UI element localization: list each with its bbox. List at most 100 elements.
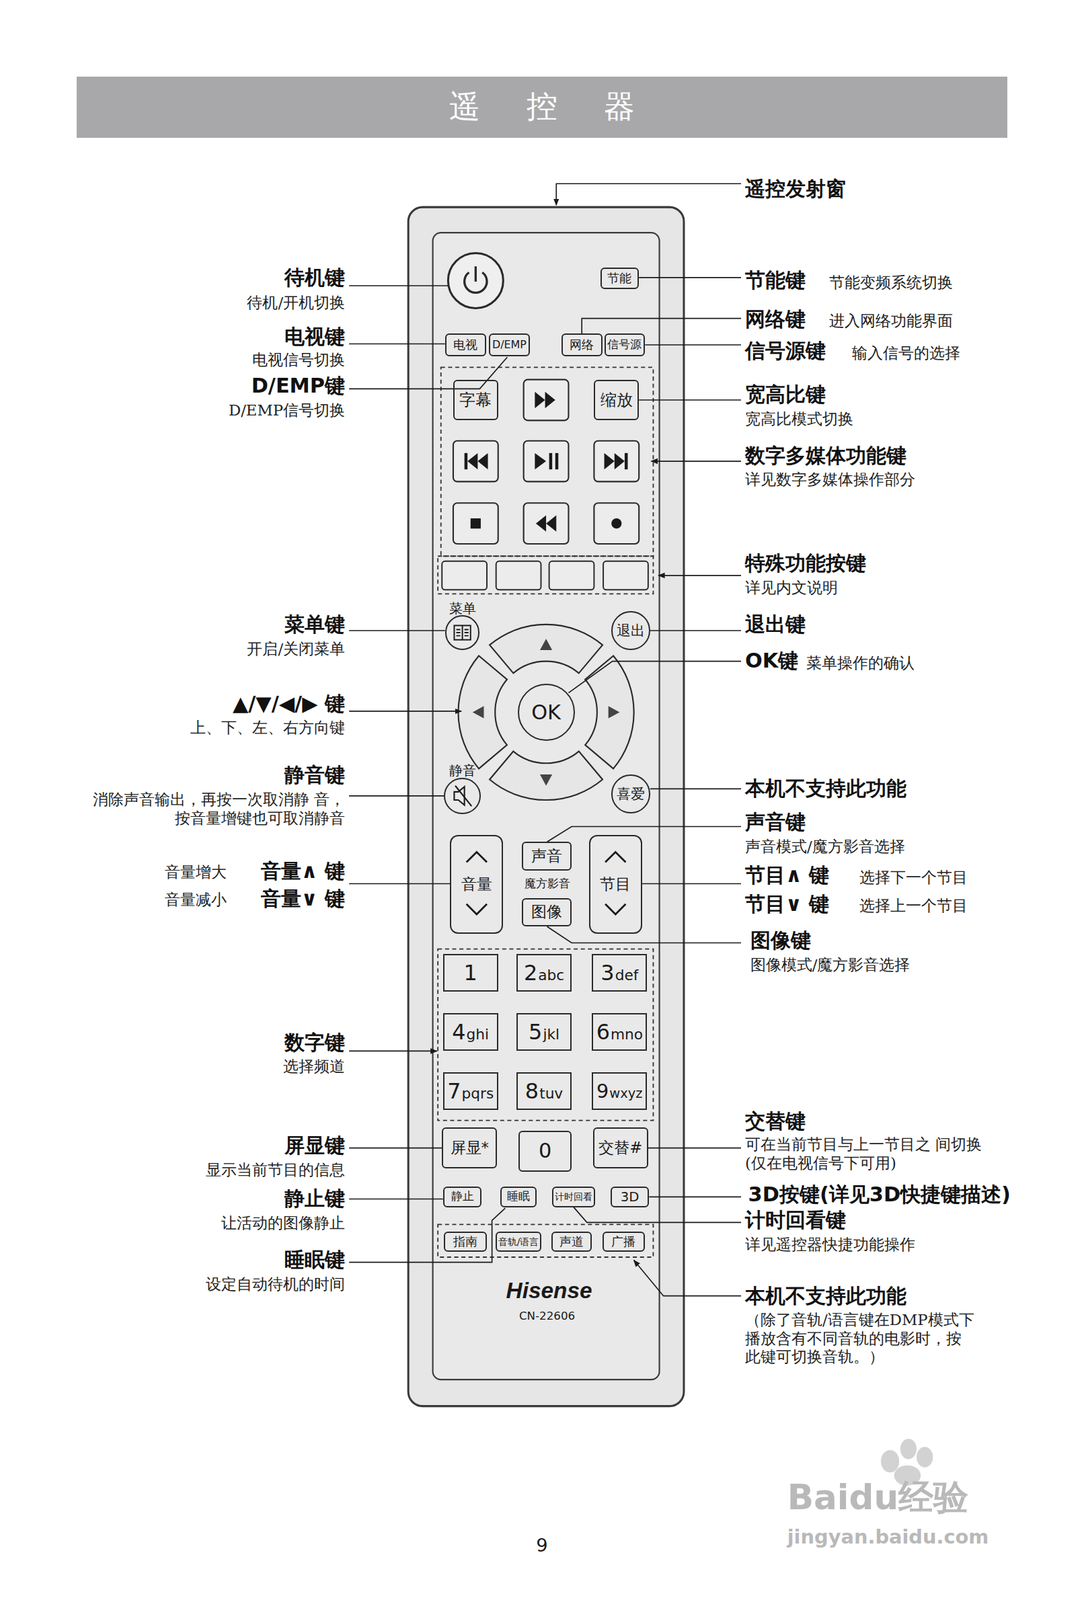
button-letters: def [615,967,639,984]
callout-note: （除了音轨/语言键在DMP模式下 播放含有不同音轨的电影时，按 此键可切换音轨。… [745,1311,1021,1367]
button-text-group: 喜爱 [616,786,645,802]
button-text-group: 0 [538,1139,552,1163]
button-label: 0 [538,1139,552,1163]
remote-button: 5jkl [516,1013,572,1052]
button-label: 6 [596,1020,610,1045]
remote-button: 字幕 [453,379,499,421]
remote-drawing-part [437,1224,653,1258]
button-letters: mno [610,1026,643,1043]
callout-note: 让活动的图像静止 [221,1214,345,1233]
button-label: 静止 [451,1190,475,1204]
button-label: 9 [596,1081,609,1103]
remote-button: 0 [518,1131,572,1173]
remote-drawing-part [638,399,742,401]
remote-button: 4ghi [443,1013,499,1052]
callout-note: 开启/关闭菜单 [246,640,345,659]
callout-heading: OK键 [745,648,799,674]
callout-heading: 数字多媒体功能键 [745,443,907,469]
remote-button: 3def [591,954,647,992]
callout-note: 消除声音输出，再按一次取消静 音，按音量增键也可取消静音 [39,790,345,828]
remote-drawing-part [648,1196,742,1199]
button-text-group: 广播 [611,1235,636,1249]
button-text-group: 4ghi [451,1020,489,1045]
remote-drawing-part [546,515,557,532]
remote-drawing-part [539,774,553,787]
callout-heading: 节能键 [745,268,806,293]
remote-drawing-part [545,392,556,409]
remote-button: 声道 [551,1231,593,1253]
callout-heading: 声音键 [745,810,806,835]
button-label: 睡眠 [507,1190,530,1204]
remote-drawing-part [573,1207,742,1224]
remote-drawing-part [447,252,503,308]
remote-button: 音量 [449,835,503,935]
remote-button: 菜单 [445,615,481,651]
button-label: 节目 [599,876,631,894]
remote-drawing-part [535,515,547,532]
remote-drawing-part [593,441,639,483]
remote-button: 9wxyz [591,1072,647,1111]
remote-body [408,207,684,1407]
callout-note: 选择下一个节目 [859,868,968,887]
callout-note: 待机/开机切换 [246,293,345,313]
callout-heading: 节目∧ 键 [745,863,830,888]
button-text-group: 声道 [559,1235,584,1249]
leader-lines [349,183,742,1296]
button-text-group: 缩放 [600,391,633,410]
remote-button: 网络 [561,333,603,356]
remote-button: 广播 [602,1231,646,1253]
remote-button: 电视 [445,333,487,356]
callout-heading: 音量∧ 键 [260,859,345,884]
button-label: 静音 [449,763,477,779]
button-text-group: 屏显* [450,1139,489,1157]
button-text-group: 3def [600,961,639,986]
callout-note: 菜单操作的确认 [806,654,915,673]
remote-drawing-part [593,502,639,545]
callout-heading: 信号源键 [745,338,826,364]
button-label: 7 [447,1079,461,1104]
callout-heading: 菜单键 [284,612,345,637]
button-label: 退出 [616,622,645,639]
button-text-group: 电视 [453,338,478,352]
button-letters: wxyz [609,1086,643,1101]
remote-button: 8tuv [516,1072,572,1111]
button-text-group: 音量 [461,876,493,894]
remote-drawing-part [556,183,742,206]
button-text-group: 6mno [596,1020,643,1045]
remote-drawing-part [650,460,742,462]
remote-drawing-part [441,367,654,557]
remote-drawing-part [644,344,742,346]
callout-note: D/EMP信号切换 [228,401,345,420]
remote-drawing-part [457,656,507,770]
remote-drawing-part [547,826,742,842]
remote-drawing-part [467,453,478,470]
button-label: 4 [451,1020,466,1045]
button-label: 喜爱 [616,786,645,802]
remote-drawing-part [611,518,622,529]
button-text-group: 静音 [449,763,477,779]
callout-heading: 数字键 [284,1030,345,1056]
remote-drawing-part [433,232,660,1380]
callout-heading: 图像键 [750,928,811,953]
callout-note: 详见内文说明 [745,578,838,598]
remote-button: 信号源 [604,333,646,356]
remote-drawing-part [523,441,569,483]
callout-heading: 音量∨ 键 [260,886,345,912]
remote-drawing-part [349,1198,444,1201]
title-band: 遥 控 器 [76,76,1008,138]
callout-note: 电视信号切换 [252,351,345,370]
button-label: 网络 [569,338,594,352]
callout-note: 选择上一个节目 [859,897,968,916]
button-text-group: 退出 [616,622,645,639]
remote-drawing-part [650,630,742,632]
remote-drawing-part [472,638,621,787]
callout-note: 图像模式/魔方影音选择 [750,956,911,975]
button-label: 信号源 [607,338,642,352]
callout-note: 宽高比模式切换 [745,410,854,429]
remote-drawing-part [549,453,553,470]
callout-heading: 睡眠键 [284,1248,345,1273]
button-text-group: 2abc [523,961,565,986]
callout-heading: 遥控发射窗 [745,176,846,202]
remote-button: 1 [443,954,499,992]
button-text-group: 5jkl [528,1020,560,1045]
